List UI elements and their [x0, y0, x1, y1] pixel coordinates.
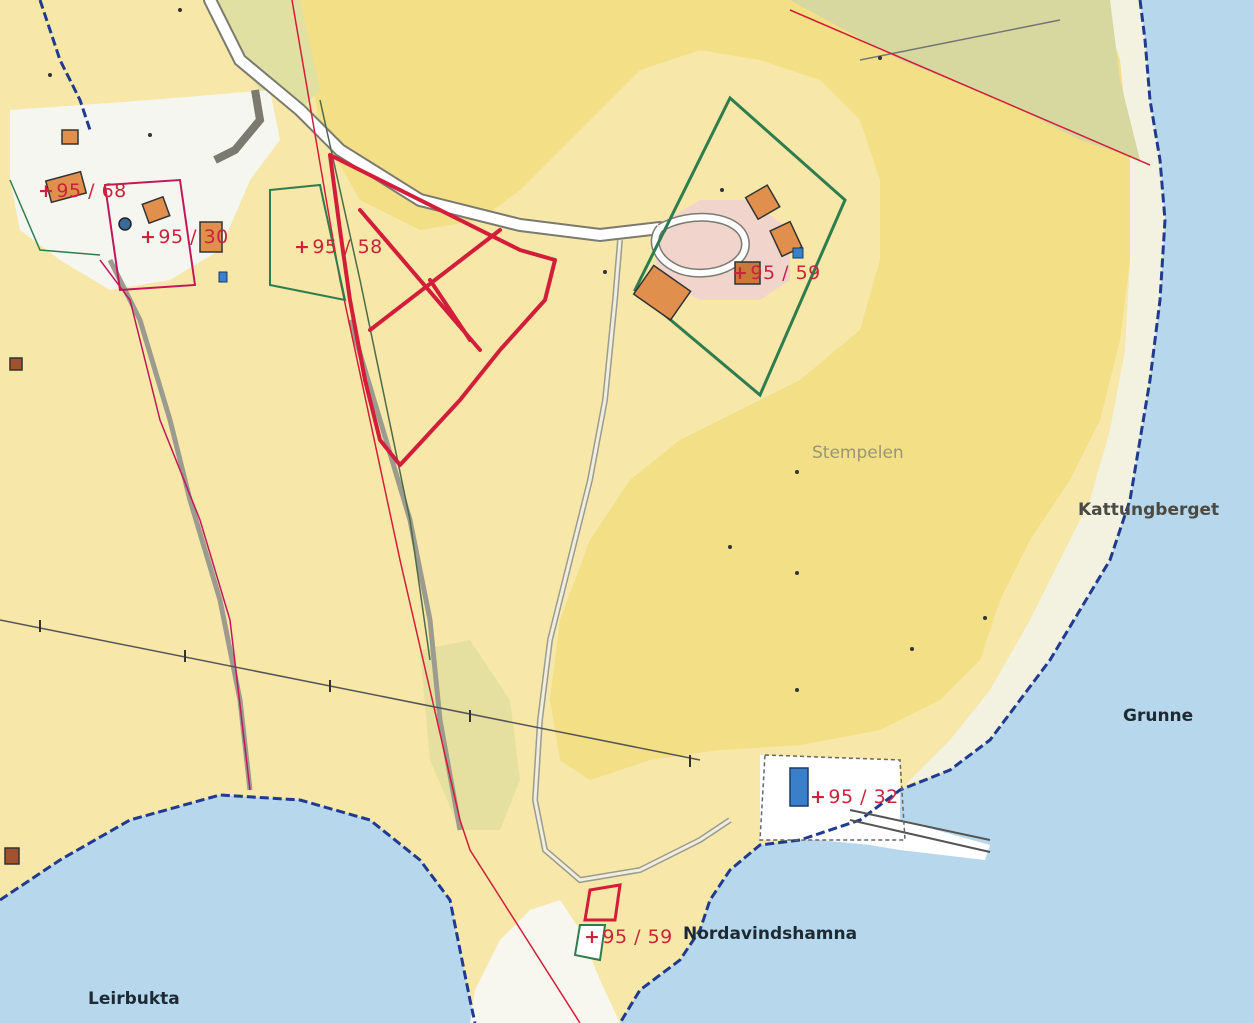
- parcel-marker: +: [294, 236, 311, 258]
- building-blue: [218, 271, 228, 283]
- power-line-northeast: [859, 19, 1061, 61]
- beach-east-strip: [905, 0, 1165, 785]
- green-parcel-west: [9, 179, 101, 256]
- parcel-marker: +: [140, 226, 157, 248]
- parcel-number: 95 / 59: [750, 262, 821, 284]
- parcel-number: 95 / 58: [312, 236, 383, 258]
- parcel-box-59-south: [583, 883, 622, 922]
- green-parcel-58: [269, 183, 347, 302]
- green-strip-middle: [420, 640, 520, 830]
- parcel-box-59-south-green: [573, 924, 607, 962]
- coastline-southwest: [0, 793, 477, 1023]
- place-name-kattungberget: Kattungberget: [1078, 500, 1220, 520]
- parcel-number: 95 / 30: [158, 226, 229, 248]
- building: [44, 170, 88, 204]
- building: [734, 261, 761, 285]
- boundary-line-greenish: [319, 99, 431, 661]
- power-line: [0, 619, 701, 761]
- building: [199, 221, 223, 253]
- parcel-label-95-59-north[interactable]: +95 / 59: [732, 262, 821, 284]
- track-middle: [347, 319, 463, 831]
- building: [61, 129, 79, 145]
- building: [9, 357, 23, 371]
- road-spur: [213, 89, 265, 164]
- property-line-main: [291, 0, 581, 1023]
- place-name-leirbukta: Leirbukta: [88, 989, 180, 1009]
- parcel-label-95-59-south[interactable]: +95 / 59: [584, 926, 673, 948]
- building-blue: [789, 767, 809, 807]
- green-strip-northeast: [790, 0, 1140, 160]
- building: [632, 264, 692, 321]
- parcel-number: 95 / 68: [56, 180, 127, 202]
- parcel-label-95-68[interactable]: +95 / 68: [38, 180, 127, 202]
- power-line-ticks: [39, 620, 691, 767]
- parcel-box-68: [103, 178, 197, 292]
- parcel-number: 95 / 59: [602, 926, 673, 948]
- parcel-marker: +: [732, 262, 749, 284]
- green-parcel-59-north: [633, 95, 847, 398]
- sea-east: [620, 0, 1254, 1023]
- track-south-fill: [533, 239, 731, 882]
- field-upper: [300, 0, 1130, 780]
- buildings: [4, 129, 809, 865]
- hand-drawn-x: [358, 208, 502, 352]
- structure-dot: [118, 217, 132, 231]
- beach-south: [470, 900, 620, 1023]
- parcel-marker: +: [38, 180, 55, 202]
- property-line-west: [99, 259, 251, 791]
- hand-drawn-triangle: [328, 153, 557, 467]
- parcel-marker: +: [584, 926, 601, 948]
- coastline-east: [618, 0, 1167, 1023]
- parcel-label-95-32[interactable]: +95 / 32: [810, 786, 899, 808]
- green-strip-north: [210, 0, 320, 110]
- building: [141, 195, 171, 225]
- property-line-northeast: [789, 9, 1151, 166]
- building: [4, 847, 20, 865]
- road-main-fill: [205, 0, 665, 241]
- survey-dots: [48, 8, 987, 692]
- place-name-nordavindshamna: Nordavindshamna: [683, 924, 858, 944]
- place-name-stempelen: Stempelen: [812, 443, 904, 463]
- jetty: [849, 809, 991, 853]
- parcel-box-32: [759, 754, 906, 841]
- building: [744, 184, 781, 221]
- parcel-label-95-30[interactable]: +95 / 30: [140, 226, 229, 248]
- coastline-northwest: [38, 0, 92, 131]
- parcel-label-95-58[interactable]: +95 / 58: [294, 236, 383, 258]
- sea-southwest: [0, 795, 475, 1023]
- parcel-number: 95 / 32: [828, 786, 899, 808]
- parcel-marker: +: [810, 786, 827, 808]
- building-blue: [792, 247, 804, 259]
- place-name-grunne: Grunne: [1123, 706, 1194, 726]
